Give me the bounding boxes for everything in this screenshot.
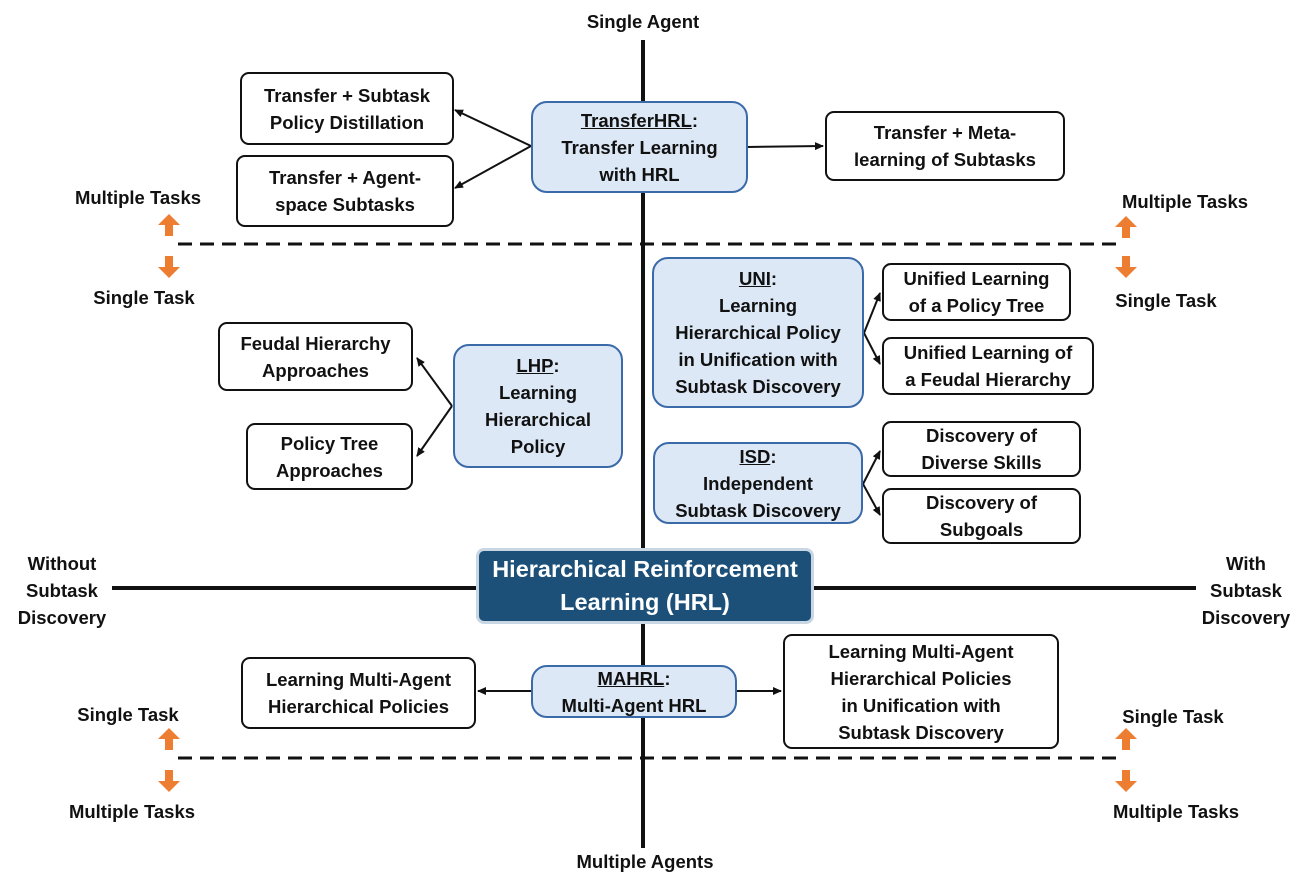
task-label-single-task: Single Task: [77, 704, 179, 725]
arrow-up-icon: [158, 214, 180, 236]
arrow-down-icon: [1115, 770, 1137, 792]
group-tag: ISD: [739, 445, 771, 467]
connector-transfer-distillation: [454, 109, 532, 147]
task-label-single-task: Single Task: [1122, 706, 1224, 727]
connector-lhp-feudal: [416, 357, 453, 407]
arrow-up-icon: [158, 728, 180, 750]
task-label-single-task: Single Task: [1115, 290, 1217, 311]
axis-label-multiple-agents: Multiple Agents: [576, 851, 714, 872]
group-isd: ISD: Independent Subtask Discovery: [653, 442, 863, 524]
group-mahrl: MAHRL: Multi-Agent HRL: [531, 665, 737, 718]
task-label-multiple-tasks: Multiple Tasks: [74, 187, 202, 208]
task-label-multiple-tasks: Multiple Tasks: [68, 801, 196, 822]
group-transferhrl: TransferHRL: Transfer Learning with HRL: [531, 101, 748, 193]
leaf-agent-space-subtasks: Transfer + Agent-space Subtasks: [236, 155, 454, 227]
arrow-down-icon: [1115, 256, 1137, 278]
group-lhp: LHP: Learning Hierarchical Policy: [453, 344, 623, 468]
connector-transfer-agentspace: [454, 145, 532, 189]
connector-uni-tree: [863, 292, 881, 334]
group-tag: MAHRL: [597, 667, 665, 689]
arrow-up-icon: [1115, 216, 1137, 238]
group-tag: UNI: [738, 268, 771, 289]
leaf-meta-learning-subtasks: Transfer + Meta-learning of Subtasks: [825, 111, 1065, 181]
arrow-up-icon: [1115, 728, 1137, 750]
group-tag: TransferHRL: [580, 109, 692, 131]
arrow-down-icon: [158, 770, 180, 792]
connector-uni-feudal: [863, 332, 881, 365]
task-label-multiple-tasks: Multiple Tasks: [1112, 801, 1240, 822]
connector-lhp-policytree: [416, 405, 453, 457]
arrow-down-icon: [158, 256, 180, 278]
group-uni: UNI: Learning Hierarchical Policy in Uni…: [652, 257, 864, 408]
connector-transfer-meta: [746, 142, 824, 151]
group-tag: LHP: [516, 355, 554, 376]
task-label-single-task: Single Task: [93, 287, 195, 308]
axis-label-single-agent: Single Agent: [586, 11, 700, 32]
connector-isd-skills: [862, 450, 881, 485]
center-hrl-box: Hierarchical Reinforcement Learning (HRL…: [476, 548, 814, 624]
task-label-multiple-tasks: Multiple Tasks: [1121, 191, 1249, 212]
connector-isd-subgoals: [862, 483, 881, 516]
